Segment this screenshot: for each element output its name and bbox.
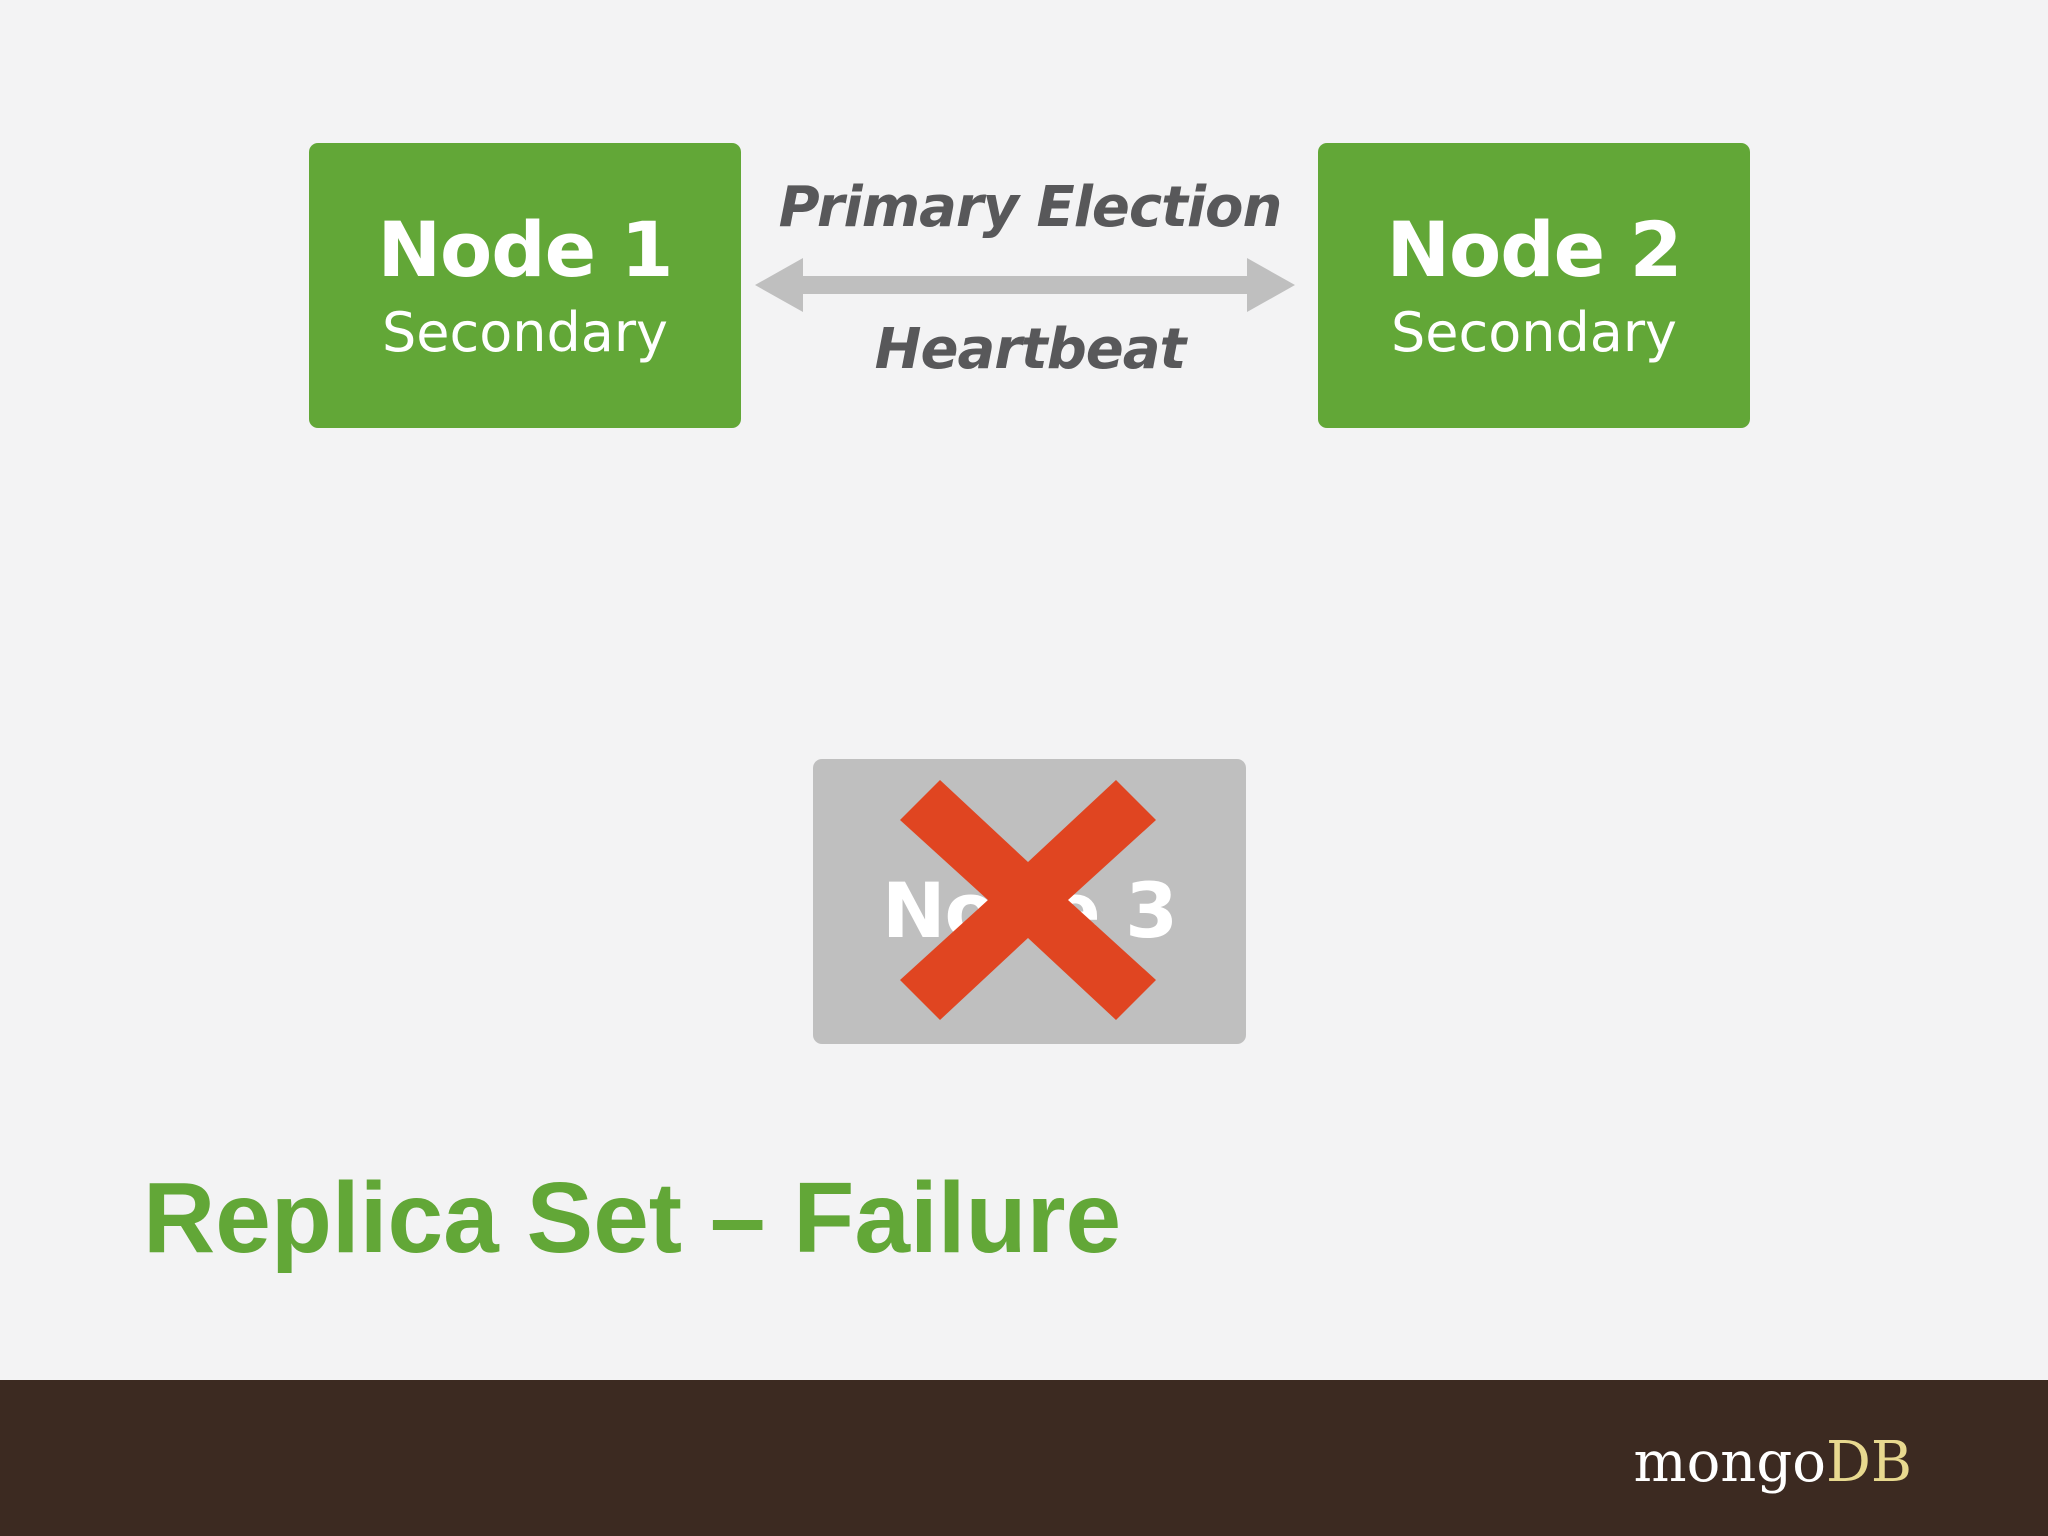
- logo-part-db: DB: [1825, 1430, 1912, 1495]
- mongodb-logo: mongoDB: [1633, 1435, 1912, 1491]
- primary-election-label: Primary Election: [778, 175, 1283, 240]
- node-1-box: Node 1 Secondary: [309, 143, 741, 428]
- node-1-title: Node 1: [377, 204, 673, 294]
- slide-title: Replica Set – Failure: [143, 1162, 1122, 1274]
- heartbeat-label: Heartbeat: [874, 317, 1187, 382]
- node-1-role: Secondary: [382, 300, 668, 364]
- footer-bar: [0, 1380, 2048, 1536]
- node-2-role: Secondary: [1391, 300, 1677, 364]
- bidirectional-arrow-icon: [755, 258, 1295, 312]
- logo-part-mongo: mongo: [1633, 1430, 1826, 1495]
- node-2-box: Node 2 Secondary: [1318, 143, 1750, 428]
- node-2-title: Node 2: [1386, 204, 1682, 294]
- failure-x-icon: [900, 780, 1156, 1020]
